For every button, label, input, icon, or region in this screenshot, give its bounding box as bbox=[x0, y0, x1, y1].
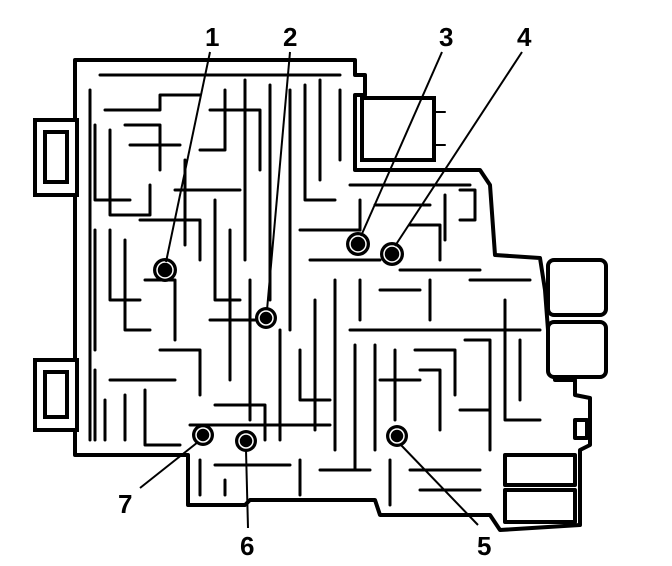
leader-line-6 bbox=[245, 449, 249, 529]
leader-line-4 bbox=[394, 51, 523, 247]
callout-label-6: 6 bbox=[240, 531, 254, 561]
right-upper-solenoid bbox=[546, 258, 608, 317]
check-ball-6 bbox=[235, 430, 257, 452]
valve-body-outline bbox=[73, 58, 592, 532]
leader-line-3 bbox=[360, 51, 443, 237]
check-ball-2 bbox=[255, 307, 277, 329]
leader-line-2 bbox=[266, 51, 291, 311]
callout-label-1: 1 bbox=[205, 22, 219, 52]
callout-label-2: 2 bbox=[283, 22, 297, 52]
check-ball-7 bbox=[192, 424, 214, 446]
check-ball-4 bbox=[380, 242, 404, 266]
check-ball-3 bbox=[346, 232, 370, 256]
callout-labels: 1 2 3 4 5 6 7 bbox=[118, 22, 532, 561]
check-ball-1 bbox=[153, 258, 177, 282]
check-ball-5 bbox=[386, 425, 408, 447]
left-upper-solenoid bbox=[33, 118, 79, 197]
left-lower-solenoid bbox=[33, 358, 79, 432]
right-lower-solenoid bbox=[546, 320, 608, 379]
leader-line-1 bbox=[165, 51, 211, 263]
lower-right-blocks bbox=[503, 418, 589, 524]
fluid-channels bbox=[88, 73, 542, 507]
top-solenoid bbox=[360, 96, 446, 162]
leader-lines bbox=[139, 51, 523, 529]
check-balls bbox=[153, 232, 408, 452]
callout-label-3: 3 bbox=[439, 22, 453, 52]
callout-label-4: 4 bbox=[517, 22, 532, 52]
leader-line-5 bbox=[399, 443, 479, 526]
callout-label-7: 7 bbox=[118, 489, 132, 519]
callout-label-5: 5 bbox=[477, 531, 491, 561]
leader-line-7 bbox=[139, 441, 199, 489]
